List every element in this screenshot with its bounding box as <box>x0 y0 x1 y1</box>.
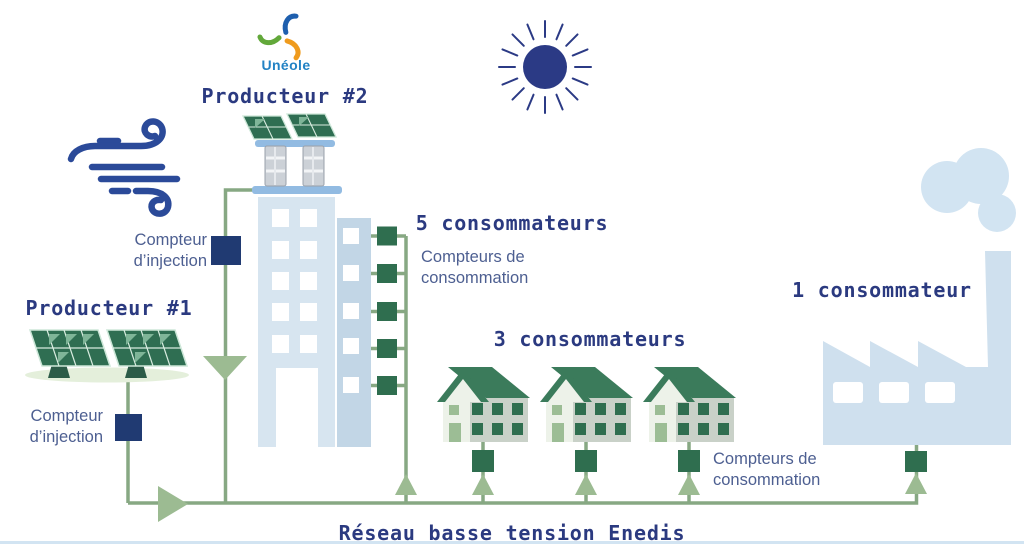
house-consumer-1 <box>435 365 532 505</box>
sun-rays <box>498 20 592 114</box>
sun-icon <box>498 20 592 114</box>
roof-platform <box>252 186 342 194</box>
solar-array-producer-1 <box>25 329 189 383</box>
injection-meter-producer-2 <box>211 236 241 265</box>
consumption-meters-apartment <box>377 226 397 395</box>
flow-arrow-down-icon <box>203 356 247 380</box>
producer-1-label: Producteur #1 <box>25 296 193 320</box>
consumption-meter-factory <box>905 451 927 472</box>
factory-smoke-icon <box>921 148 1016 232</box>
injection-meter-producer-1 <box>115 414 142 441</box>
injection-line-producer-2 <box>223 188 258 503</box>
injection-meter-label-top: Compteur d’injection <box>133 231 207 270</box>
factory-windows <box>833 382 955 403</box>
building-door <box>276 368 318 447</box>
consumer-group-1-label: 1 consommateur <box>792 278 972 302</box>
building-windows <box>272 209 359 447</box>
flow-arrow-right-icon <box>158 486 188 522</box>
factory-consumer <box>823 148 1016 494</box>
uneole-turbine-icon <box>257 13 301 61</box>
uneole-brand: Unéole <box>261 57 311 73</box>
rooftop-solar-panels-icon <box>241 113 338 140</box>
wind-icon <box>67 118 181 217</box>
consumption-meters-label-building: Compteurs de consommation <box>421 248 529 287</box>
factory-body <box>823 251 1011 445</box>
bottom-divider <box>0 541 1024 544</box>
flow-arrow-up-icon <box>905 473 927 494</box>
house-consumer-2 <box>538 365 635 505</box>
apartment-building-producer-2 <box>241 113 397 447</box>
producer-2-label: Producteur #2 <box>201 84 369 108</box>
panel-platform <box>255 140 335 147</box>
urban-wind-turbines-icon <box>264 145 325 187</box>
flow-arrow-up-icon <box>395 474 417 495</box>
consumption-meters-label-right: Compteurs de consommation <box>713 450 821 489</box>
injection-meter-label-bottom: Compteur d’injection <box>29 407 103 446</box>
consumer-group-5-label: 5 consommateurs <box>415 211 609 235</box>
consumer-group-3-label: 3 consommateurs <box>493 327 687 351</box>
